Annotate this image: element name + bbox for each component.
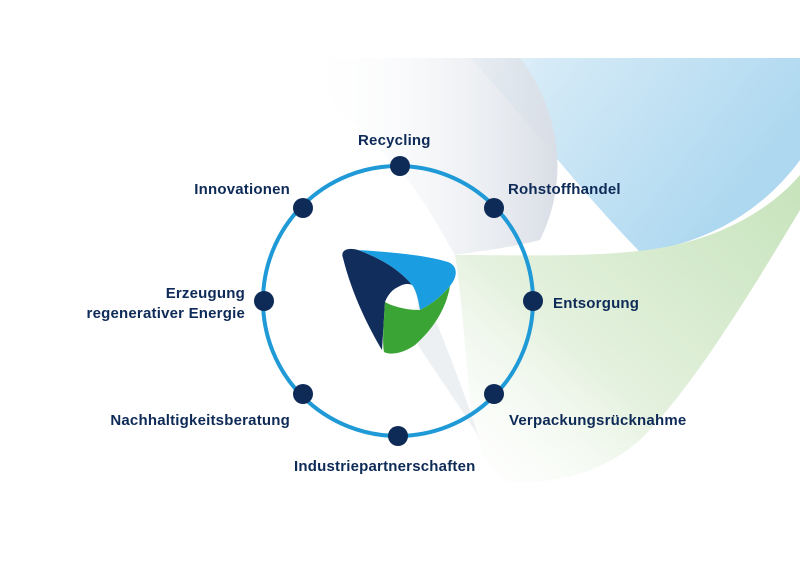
label-entsorgung: Entsorgung bbox=[553, 295, 640, 312]
logo-center-hole bbox=[390, 284, 418, 308]
node-dot-erzeugung[interactable] bbox=[254, 291, 274, 311]
label-erzeugung-line1: Erzeugung bbox=[165, 285, 245, 302]
node-dot-verpackungsruecknahme[interactable] bbox=[484, 384, 504, 404]
node-dot-recycling[interactable] bbox=[390, 156, 410, 176]
logo-triangle-icon bbox=[342, 248, 456, 354]
logo-navy-segment bbox=[342, 248, 412, 350]
label-industriepartnerschaften: Industriepartnerschaften bbox=[294, 458, 476, 475]
node-dot-nachhaltigkeitsberatung[interactable] bbox=[293, 384, 313, 404]
node-dot-innovationen[interactable] bbox=[293, 198, 313, 218]
label-verpackungsruecknahme: Verpackungsrücknahme bbox=[509, 412, 687, 429]
node-dots bbox=[254, 156, 543, 446]
logo-green-segment bbox=[383, 286, 450, 354]
label-recycling: Recycling bbox=[358, 132, 431, 149]
node-dot-entsorgung[interactable] bbox=[523, 291, 543, 311]
background-grey-band bbox=[300, 58, 558, 255]
label-rohstoffhandel: Rohstoffhandel bbox=[508, 181, 621, 198]
background-green-band bbox=[455, 175, 800, 483]
node-dot-rohstoffhandel[interactable] bbox=[484, 198, 504, 218]
logo-blue-segment bbox=[358, 250, 456, 310]
label-nachhaltigkeitsberatung: Nachhaltigkeitsberatung bbox=[110, 412, 290, 429]
label-erzeugung-line2: regenerativer Energie bbox=[86, 305, 245, 322]
background-blue-band bbox=[300, 58, 800, 252]
label-innovationen: Innovationen bbox=[194, 181, 290, 198]
node-dot-industriepartnerschaften[interactable] bbox=[388, 426, 408, 446]
